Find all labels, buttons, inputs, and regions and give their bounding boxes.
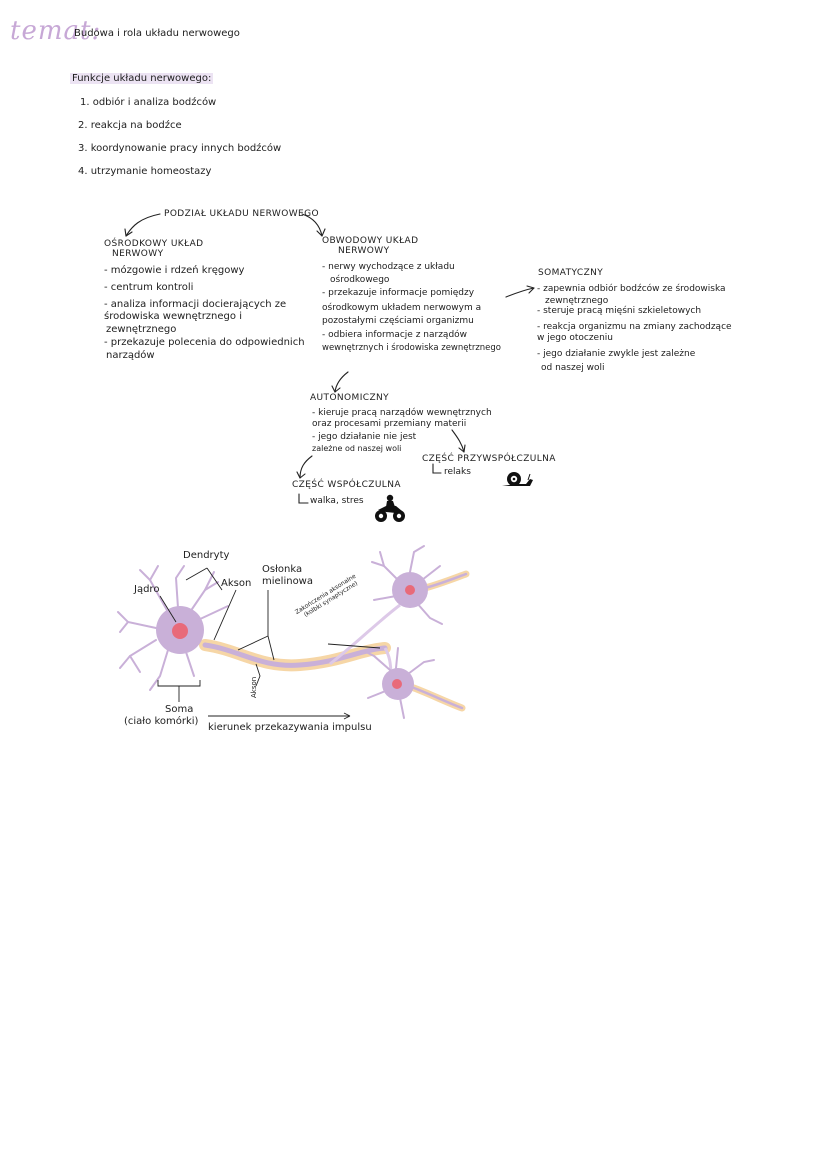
temat-label: temat: <box>10 16 102 46</box>
autonomic-line-4: zależne od naszej woli <box>312 444 402 453</box>
central-line-3: - analiza informacji docierających ze <box>104 299 287 310</box>
function-item-4: 4. utrzymanie homeostazy <box>78 166 212 177</box>
label-soma-line1: Soma <box>165 704 194 715</box>
autonomic-line-1: - kieruje pracą narządów wewnętrznych <box>312 408 492 418</box>
somatic-line-2: zewnętrznego <box>545 296 609 306</box>
autonomic-title: AUTONOMICZNY <box>310 393 390 403</box>
nucleus-upper <box>405 585 415 595</box>
somatic-line-6: - jego działanie zwykle jest zależne <box>537 349 696 359</box>
peripheral-line-4: ośrodkowym układem nerwowym a <box>322 303 482 313</box>
central-line-6: - przekazuje polecenia do odpowiednich <box>104 337 305 348</box>
dendrites-main <box>117 565 229 691</box>
autonomic-line-3: - jego działanie nie jest <box>312 432 417 442</box>
somatic-line-1: - zapewnia odbiór bodźców ze środowiska <box>537 284 726 294</box>
label-nucleus: Jądro <box>134 584 160 595</box>
central-line-7: narządów <box>106 350 155 361</box>
somatic-title: SOMATYCZNY <box>538 268 604 278</box>
peripheral-line-5: pozostałymi częściami organizmu <box>322 316 474 326</box>
central-title-line1: OŚRODKOWY UKŁAD <box>104 239 204 249</box>
label-dendrites: Dendryty <box>183 550 230 561</box>
somatic-line-7: od naszej woli <box>541 363 605 373</box>
central-line-1: - mózgowie i rdzeń kręgowy <box>104 265 245 276</box>
function-item-3: 3. koordynowanie pracy innych bodźców <box>78 143 282 154</box>
parasympathetic-note: relaks <box>444 467 471 477</box>
peripheral-line-6: - odbiera informacje z narządów <box>322 330 468 340</box>
peripheral-title-line1: OBWODOWY UKŁAD <box>322 236 419 246</box>
division-title: PODZIAŁ UKŁADU NERWOWEGO <box>164 209 319 219</box>
sympathetic-title: CZĘŚĆ WSPÓŁCZULNA <box>292 480 401 490</box>
somatic-line-4: - reakcja organizmu na zmiany zachodzące <box>537 322 732 332</box>
peripheral-line-2: ośrodkowego <box>330 275 390 285</box>
page-title: Budowa i rola układu nerwowego <box>74 28 240 39</box>
peripheral-line-3: - przekazuje informacje pomiędzy <box>322 288 475 298</box>
central-title-line2: NERWOWY <box>112 249 164 259</box>
autonomic-line-2: oraz procesami przemiany materii <box>312 419 467 429</box>
label-myelin-line2: mielinowa <box>262 576 313 587</box>
peripheral-line-1: - nerwy wychodzące z układu <box>322 262 455 272</box>
somatic-line-3: - steruje pracą mięśni szkieletowych <box>537 306 702 316</box>
peripheral-line-7: wewnętrznych i środowiska zewnętrznego <box>322 343 502 353</box>
central-line-2: - centrum kontroli <box>104 282 194 293</box>
function-item-1: 1. odbiór i analiza bodźców <box>80 97 217 108</box>
functions-heading: Funkcje układu nerwowego: <box>70 73 214 84</box>
function-item-2: 2. reakcja na bodźce <box>78 120 182 131</box>
nucleus-lower <box>392 679 402 689</box>
label-axon-top: Akson <box>221 578 252 589</box>
label-myelin-line1: Osłonka <box>262 564 303 575</box>
central-line-5: zewnętrznego <box>106 324 177 335</box>
axon-branch-upper <box>329 603 401 666</box>
axon-main <box>202 642 388 668</box>
label-direction: kierunek przekazywania impulsu <box>208 722 372 733</box>
central-line-4: środowiska wewnętrznego i <box>104 311 242 322</box>
nucleus-main <box>172 623 188 639</box>
label-axon-small: Akson <box>250 676 258 698</box>
peripheral-title-line2: NERWOWY <box>338 246 390 256</box>
label-soma-line2: (ciało komórki) <box>124 716 199 727</box>
sympathetic-note: walka, stres <box>310 496 364 506</box>
parasympathetic-title: CZĘŚĆ PRZYWSPÓŁCZULNA <box>422 454 556 464</box>
somatic-line-5: w jego otoczeniu <box>537 333 613 343</box>
